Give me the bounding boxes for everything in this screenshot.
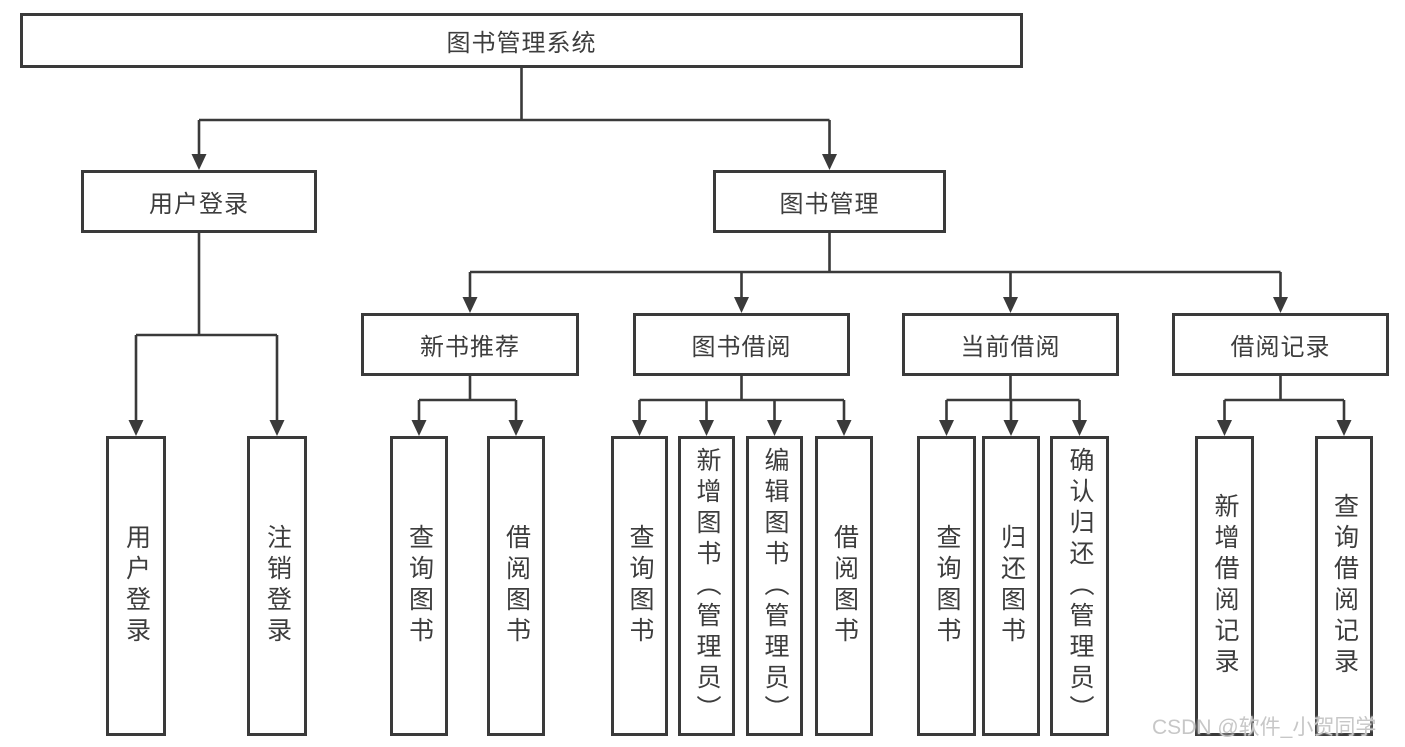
node-library-management-system: 图书管理系统 xyxy=(20,13,1023,68)
leaf-add-books-admin: 新增图书（管理员） xyxy=(678,436,735,736)
leaf-logout: 注销登录 xyxy=(247,436,307,736)
leaf-borrow-books-borrowing: 借阅图书 xyxy=(815,436,873,736)
leaf-edit-books-admin: 编辑图书（管理员） xyxy=(746,436,803,736)
leaf-user-login: 用户登录 xyxy=(106,436,166,736)
leaf-confirm-return-admin: 确认归还（管理员） xyxy=(1050,436,1109,736)
leaf-return-books: 归还图书 xyxy=(982,436,1040,736)
leaf-query-books-recommend: 查询图书 xyxy=(390,436,448,736)
node-user-login: 用户登录 xyxy=(81,170,317,233)
node-book-management: 图书管理 xyxy=(713,170,946,233)
leaf-borrow-books-recommend: 借阅图书 xyxy=(487,436,545,736)
leaf-query-borrow-record: 查询借阅记录 xyxy=(1315,436,1373,736)
node-new-book-recommendation: 新书推荐 xyxy=(361,313,579,376)
node-book-borrowing: 图书借阅 xyxy=(633,313,850,376)
leaf-add-borrow-record: 新增借阅记录 xyxy=(1195,436,1254,736)
node-borrow-records: 借阅记录 xyxy=(1172,313,1389,376)
node-current-borrowing: 当前借阅 xyxy=(902,313,1119,376)
leaf-query-books-borrowing: 查询图书 xyxy=(611,436,668,736)
leaf-query-books-current: 查询图书 xyxy=(917,436,976,736)
watermark: CSDN @软件_小贺同学 xyxy=(1152,716,1377,739)
